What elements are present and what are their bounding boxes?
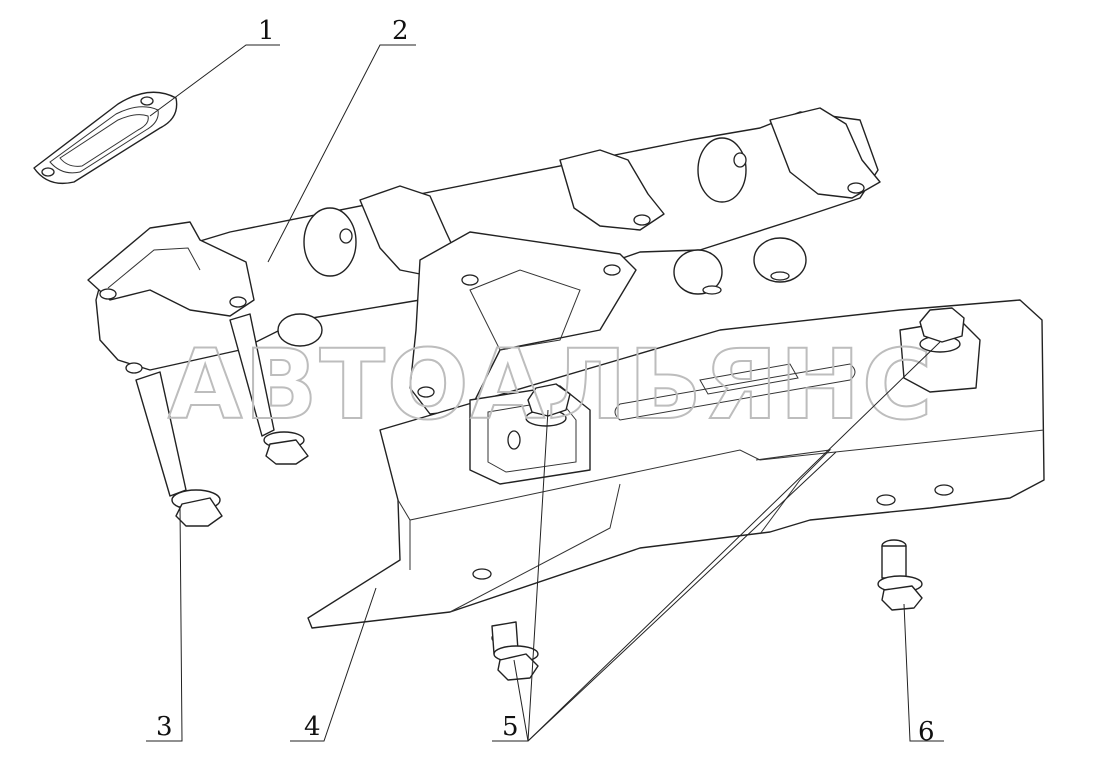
callout-3: 3 bbox=[156, 712, 173, 742]
callout-1: 1 bbox=[258, 16, 275, 46]
bolt-part-5 bbox=[491, 307, 965, 681]
bolt-part-3 bbox=[135, 313, 309, 527]
watermark-text: АВТОАЛЬЯНС bbox=[168, 329, 934, 441]
exhaust-manifold-part-2 bbox=[87, 107, 881, 415]
callout-5: 5 bbox=[502, 712, 519, 742]
bolt-part-6 bbox=[877, 539, 923, 611]
callout-4: 4 bbox=[304, 712, 321, 742]
callout-2: 2 bbox=[392, 16, 409, 46]
leader-lines bbox=[146, 44, 944, 742]
callout-6: 6 bbox=[918, 717, 935, 747]
gasket-part-1 bbox=[33, 91, 178, 185]
heat-shield-part-4 bbox=[307, 299, 1045, 629]
